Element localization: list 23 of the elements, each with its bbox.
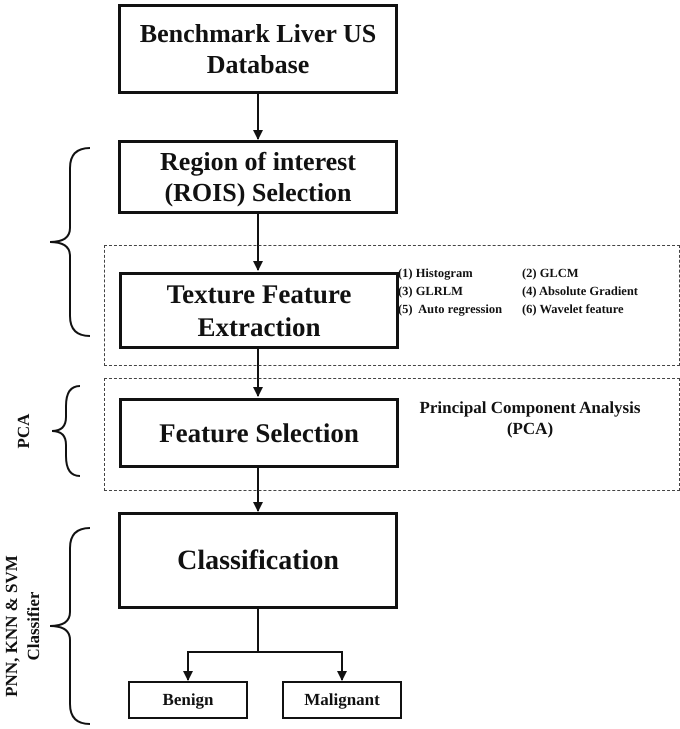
process-box: Texture Feature Extraction <box>119 272 399 349</box>
feature-list-item: (2) GLCM <box>522 266 580 281</box>
process-box: Benign <box>128 681 248 719</box>
process-box: Benchmark Liver US Database <box>118 4 398 94</box>
feature-list-item: (4) Absolute Gradient <box>522 284 639 299</box>
feature-list-item: (6) Wavelet feature <box>522 302 625 317</box>
process-box: Malignant <box>282 681 402 719</box>
arrow <box>253 94 263 140</box>
feature-list-item: (1) Histogram <box>398 266 474 281</box>
feature-list-item: (3) GLRLM <box>398 284 464 299</box>
arrow <box>253 467 263 512</box>
bracket-label: PCA <box>12 412 34 450</box>
dashed-region <box>104 378 680 491</box>
process-box: Classification <box>118 512 398 609</box>
process-box: Feature Selection <box>119 398 399 468</box>
arrow <box>253 348 263 397</box>
feature-list-item: (5) Auto regression <box>398 302 504 317</box>
arrow <box>253 214 263 271</box>
process-box: Region of interest (ROIS) Selection <box>118 140 398 214</box>
arrow <box>257 609 347 681</box>
dashed-region <box>104 245 680 366</box>
method-note: Principal Component Analysis (PCA) <box>418 397 642 440</box>
bracket-label: PNN, KNN & SVM Classifier <box>0 554 44 699</box>
